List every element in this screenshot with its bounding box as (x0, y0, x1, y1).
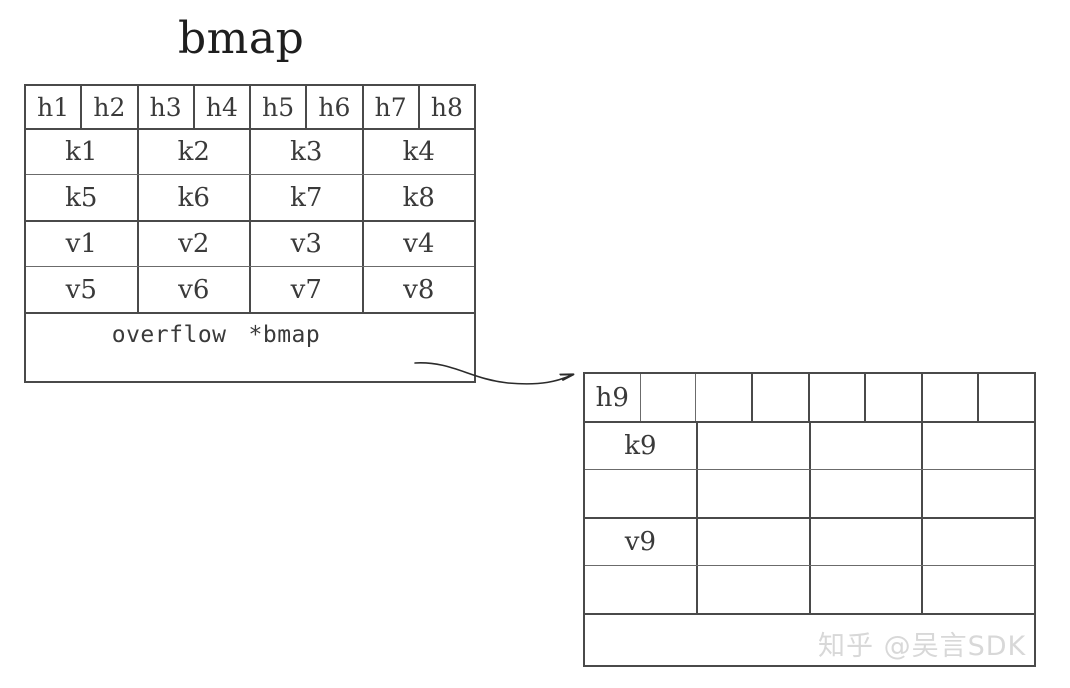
bmap-value-cell-v3: v3 (249, 222, 362, 266)
overflow-tophash-cell-6 (920, 374, 978, 421)
overflow-value-cell-0-1 (695, 519, 809, 565)
bmap-key-cell-k5: k5 (65, 182, 98, 213)
overflow-tophash-cell-1 (639, 374, 696, 421)
overflow-key-cell-1-0 (585, 470, 696, 517)
overflow-tophash-cell-0: h9 (595, 382, 629, 413)
bmap-value-cell-v2: v2 (136, 222, 250, 266)
overflow-value-cell-1-3 (921, 566, 1034, 613)
bmap-tophash-cell-3: h4 (192, 86, 249, 128)
bmap-tophash-cell-5: h6 (305, 86, 361, 128)
bmap-key-cell-k3: k3 (249, 130, 362, 174)
bmap-key-row-0: k1 k2 k3 k4 (26, 128, 474, 174)
page-title: bmap (178, 13, 305, 64)
overflow-key-cell-0-3 (921, 423, 1034, 469)
bmap-overflow-pointer-cell: overflow *bmap (26, 322, 474, 348)
overflow-field-type: *bmap (248, 322, 321, 348)
bmap-overflow-row: overflow *bmap (26, 312, 474, 356)
bmap-tophash-row: h1 h2 h3 h4 h5 h6 h7 h8 (26, 86, 474, 128)
overflow-value-cell-v9: v9 (624, 527, 656, 557)
bmap-value-cell-v5: v5 (65, 274, 97, 305)
overflow-key-cell-k9: k9 (624, 431, 657, 461)
overflow-value-cell-1-1 (695, 566, 809, 613)
bmap-value-row-0: v1 v2 v3 v4 (26, 220, 474, 266)
bmap-struct: h1 h2 h3 h4 h5 h6 h7 h8 k1 k2 k3 k4 k5 k… (24, 84, 476, 383)
overflow-value-cell-0-2 (808, 519, 922, 565)
overflow-tophash-cell-7 (977, 374, 1034, 421)
bmap-tophash-cell-4: h5 (249, 86, 305, 128)
overflow-tophash-cell-2 (695, 374, 751, 421)
overflow-key-cell-0-2 (808, 423, 922, 469)
watermark: 知乎 @吴言SDK (818, 631, 1027, 662)
bmap-key-cell-k7: k7 (249, 175, 362, 220)
bmap-tophash-cell-0: h1 (37, 92, 70, 122)
overflow-value-row-1 (585, 565, 1034, 613)
overflow-tophash-row: h9 (585, 374, 1034, 421)
bmap-value-row-1: v5 v6 v7 v8 (26, 266, 474, 312)
overflow-key-cell-1-2 (808, 470, 922, 517)
bmap-value-cell-v1: v1 (65, 229, 97, 259)
bmap-value-cell-v7: v7 (249, 267, 362, 312)
overflow-value-cell-0-3 (921, 519, 1034, 565)
overflow-tophash-cell-3 (750, 374, 808, 421)
overflow-tophash-cell-4 (807, 374, 865, 421)
bmap-key-cell-k4: k4 (361, 130, 475, 174)
overflow-key-row-0: k9 (585, 421, 1034, 469)
bmap-tophash-cell-7: h8 (417, 86, 474, 128)
bmap-value-cell-v4: v4 (361, 222, 475, 266)
overflow-field-label: overflow (111, 322, 227, 348)
bmap-key-cell-k2: k2 (136, 130, 250, 174)
overflow-value-cell-1-2 (808, 566, 922, 613)
overflow-key-cell-1-3 (921, 470, 1034, 517)
overflow-value-row-0: v9 (585, 517, 1034, 565)
overflow-struct-overflow-row (585, 613, 1034, 667)
bmap-value-cell-v8: v8 (361, 267, 475, 312)
overflow-key-row-1 (585, 469, 1034, 517)
overflow-value-cell-1-0 (585, 566, 696, 613)
bmap-key-row-1: k5 k6 k7 k8 (26, 174, 474, 220)
overflow-key-cell-0-1 (695, 423, 809, 469)
bmap-tophash-cell-2: h3 (136, 86, 193, 128)
bmap-key-cell-k1: k1 (65, 137, 98, 167)
overflow-tophash-cell-5 (864, 374, 921, 421)
overflow-bmap-struct: h9 k9 v9 (583, 372, 1036, 667)
bmap-key-cell-k8: k8 (361, 175, 475, 220)
bmap-tophash-cell-6: h7 (361, 86, 418, 128)
bmap-tophash-cell-1: h2 (80, 86, 136, 128)
bmap-value-cell-v6: v6 (136, 267, 250, 312)
bmap-key-cell-k6: k6 (136, 175, 250, 220)
overflow-key-cell-1-1 (695, 470, 809, 517)
